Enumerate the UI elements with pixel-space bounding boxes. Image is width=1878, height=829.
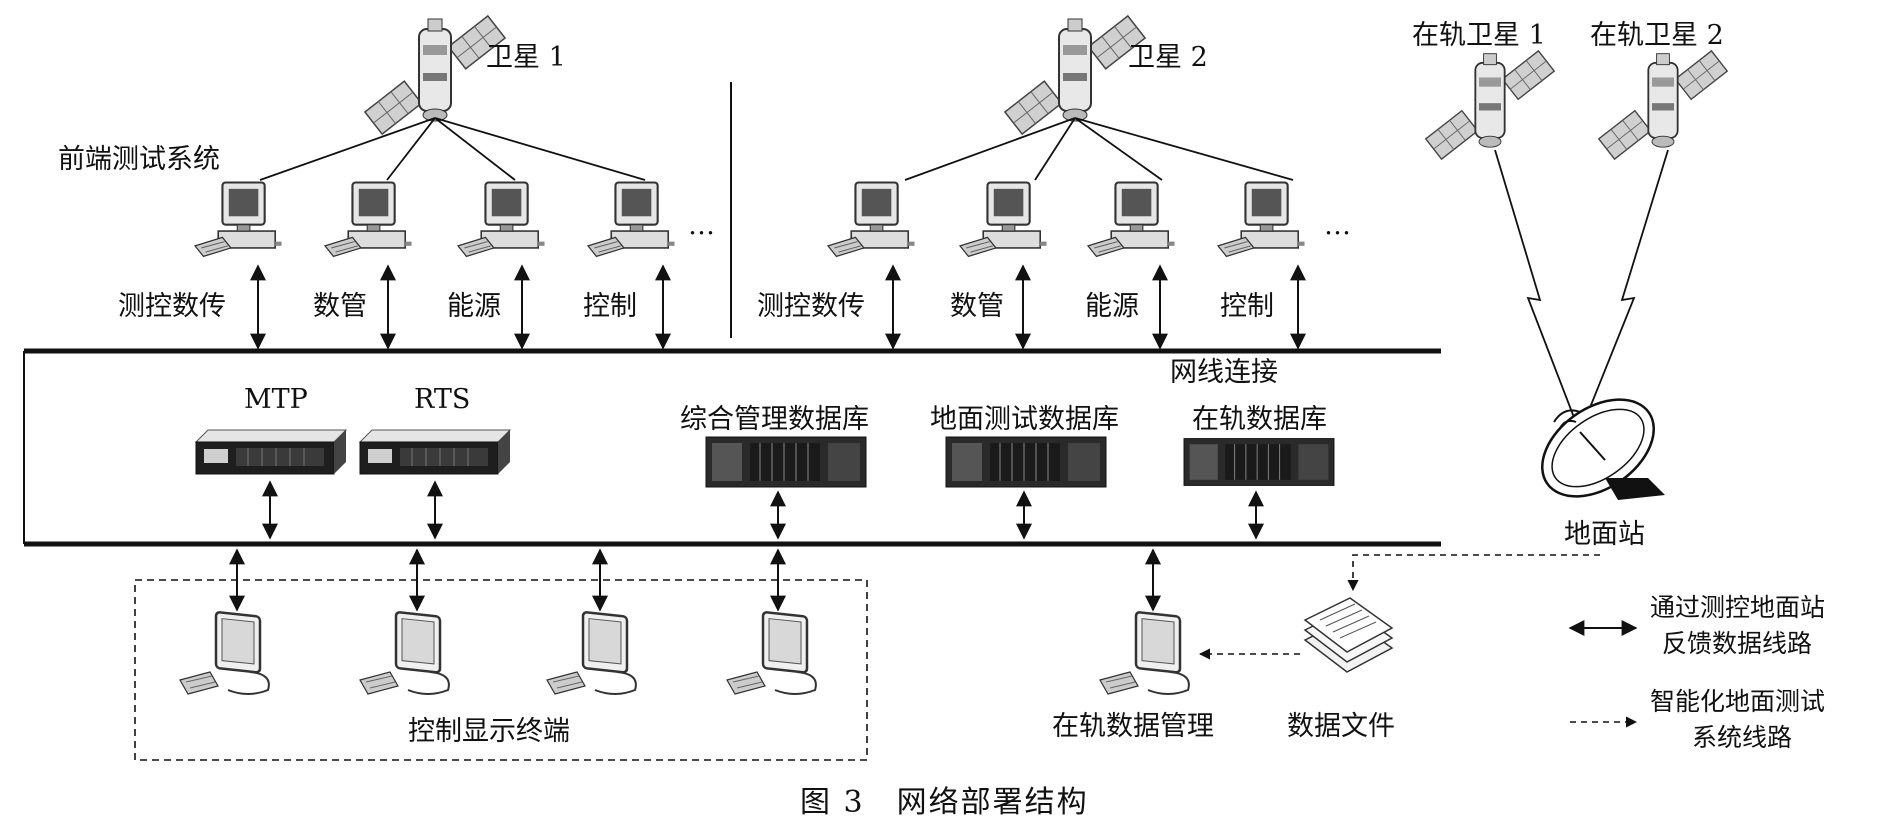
ellipsis-2: … [1324,210,1351,241]
orbit-data-mgmt-label: 在轨数据管理 [1052,711,1214,742]
subsystem-label: 数管 [950,291,1004,322]
subsystem-label: 测控数传 [757,291,865,322]
front-end-pc [1086,181,1176,258]
rts-server-icon [359,429,511,475]
mtp-label: MTP [244,384,308,415]
mtp-server-icon [195,429,347,475]
orbit-satellite-1-icon [1424,49,1556,161]
legend-solid-label-2: 反馈数据线路 [1662,629,1812,658]
orbit-satellite-2-label: 在轨卫星 2 [1590,20,1724,51]
orbit-satellite-2-icon [1597,49,1729,161]
orbit-satellite-1-label: 在轨卫星 1 [1412,20,1546,51]
subsystem-label: 测控数传 [118,291,226,322]
subsystem-label: 能源 [1085,291,1139,322]
satellite-1-links [259,117,646,181]
subsystem-label: 数管 [313,291,367,322]
terminal-bus-links [229,548,1161,612]
front-end-pc [456,181,546,258]
subsystem-label: 控制 [1220,291,1274,322]
front-end-pc [323,181,413,258]
front-end-pc [193,181,283,258]
front-end-pc [826,181,916,258]
server-bus-links [262,480,1264,540]
display-terminal-icon [358,610,451,696]
display-terminal-group [134,579,868,761]
orbit-data-mgmt-icon [1098,610,1191,696]
satellite-2-links [904,117,1294,181]
ellipsis-1: … [688,210,715,241]
data-file-label: 数据文件 [1287,711,1395,742]
ground-station-label: 地面站 [1564,519,1645,550]
network-label: 网线连接 [1170,357,1278,388]
legend-dashed-label-1: 智能化地面测试 [1650,687,1825,716]
satellite-downlinks [1494,149,1669,421]
satellite-1-label: 卫星 1 [486,42,566,73]
subsystem-label: 控制 [583,291,637,322]
display-terminal-icon [725,610,818,696]
display-terminal-icon [178,610,271,696]
figure-caption: 图 3 网络部署结构 [800,785,1089,820]
data-file-icon [1303,597,1394,673]
front-end-pc [586,181,676,258]
db-orbit-server-icon [1183,438,1335,486]
ground-station-icon [1541,398,1665,500]
satellite-2-icon [1003,14,1147,136]
subsystem-label: 能源 [447,291,501,322]
db-ground-label: 地面测试数据库 [930,404,1119,435]
db-integrated-server-icon [705,436,867,488]
network-box [23,348,1441,547]
display-terminal-icon [545,610,638,696]
front-end-pc [958,181,1048,258]
satellite-2-label: 卫星 2 [1128,42,1208,73]
satellite-1-icon [363,14,507,136]
db-orbit-label: 在轨数据库 [1192,404,1327,435]
rts-label: RTS [414,384,470,415]
display-terminal-label: 控制显示终端 [408,716,570,747]
legend: 通过测控地面站 反馈数据线路 智能化地面测试 系统线路 [1568,593,1825,752]
front-end-label: 前端测试系统 [58,144,220,175]
front-end-bus-links [250,264,1306,350]
front-end-pc [1216,181,1306,258]
db-integrated-label: 综合管理数据库 [680,404,869,435]
legend-dashed-label-2: 系统线路 [1692,723,1792,752]
smart-test-links [1198,554,1600,660]
db-ground-server-icon [945,436,1107,488]
legend-solid-label-1: 通过测控地面站 [1650,593,1825,622]
